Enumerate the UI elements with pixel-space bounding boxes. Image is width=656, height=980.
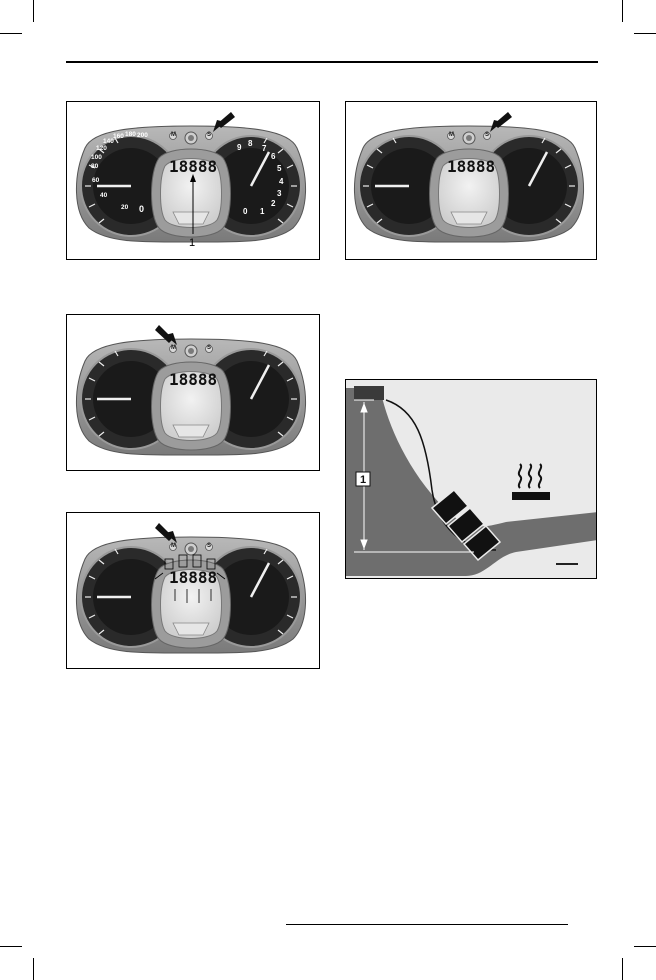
crop-mark-top-right-v (622, 0, 623, 22)
speed-tick-120: 120 (96, 145, 107, 152)
mode-label-s: S (207, 345, 211, 351)
crop-mark-top-left-v (33, 0, 34, 22)
speed-tick-160: 160 (113, 133, 124, 140)
lcd-readout: 18888 (447, 157, 495, 176)
callout-label: 1 (189, 237, 195, 249)
speed-tick-40: 40 (100, 192, 108, 199)
mode-label-m: M (171, 543, 176, 549)
rpm-tick-2: 2 (271, 199, 276, 208)
speed-tick-20: 20 (121, 204, 129, 211)
indicator-arrow-icon (213, 112, 235, 132)
rpm-tick-4: 4 (279, 177, 284, 186)
lcd-readout: 18888 (169, 157, 217, 176)
indicator-arrow-icon (155, 523, 177, 543)
rpm-tick-7: 7 (262, 144, 267, 153)
rpm-tick-0: 0 (243, 207, 248, 216)
lcd-readout: 18888 (169, 568, 217, 587)
mode-label-m: M (449, 132, 454, 138)
header-rule (66, 61, 598, 63)
rpm-tick-9: 9 (237, 143, 242, 152)
figure-temperature-display: 1 (345, 379, 597, 579)
rpm-tick-5: 5 (277, 164, 282, 173)
figure-cluster-top-left: 20 40 60 80 100 120 140 160 180 200 0 0 … (66, 101, 320, 260)
speed-tick-140: 140 (103, 138, 114, 145)
speed-tick-80: 80 (91, 163, 99, 170)
mode-label-m: M (171, 345, 176, 351)
crop-mark-top-left-h (0, 33, 22, 34)
crop-mark-bottom-left-v (33, 958, 34, 980)
rpm-tick-6: 6 (271, 152, 276, 161)
speed-tick-60: 60 (92, 177, 100, 184)
crop-mark-bottom-left-h (0, 946, 22, 947)
speed-tick-180: 180 (125, 131, 136, 138)
crop-mark-top-right-h (634, 33, 656, 34)
mode-label-m: M (171, 132, 176, 138)
mode-label-s: S (207, 543, 211, 549)
dimension-label: 1 (360, 474, 366, 486)
segment-highlight-lines (154, 554, 226, 603)
crop-mark-bottom-right-h (634, 946, 656, 947)
crop-mark-bottom-right-v (622, 958, 623, 980)
indicator-arrow-icon (155, 325, 177, 345)
speed-zero: 0 (139, 204, 144, 214)
figure-cluster-middle-left: 18888 M S (66, 314, 320, 471)
mode-label-s: S (485, 132, 489, 138)
rpm-tick-1: 1 (260, 207, 265, 216)
mode-label-s: S (207, 132, 211, 138)
indicator-arrow-icon (490, 112, 512, 132)
heat-icon (512, 463, 550, 500)
lcd-readout: 18888 (169, 370, 217, 389)
figure-cluster-bottom-left: 18888 M S (66, 512, 320, 669)
rpm-tick-3: 3 (277, 189, 282, 198)
figure-cluster-top-right: 18888 M S (345, 101, 597, 260)
rpm-tick-8: 8 (248, 139, 253, 148)
footer-rule (286, 924, 568, 925)
speed-tick-100: 100 (91, 154, 102, 161)
speed-tick-200: 200 (137, 132, 148, 139)
